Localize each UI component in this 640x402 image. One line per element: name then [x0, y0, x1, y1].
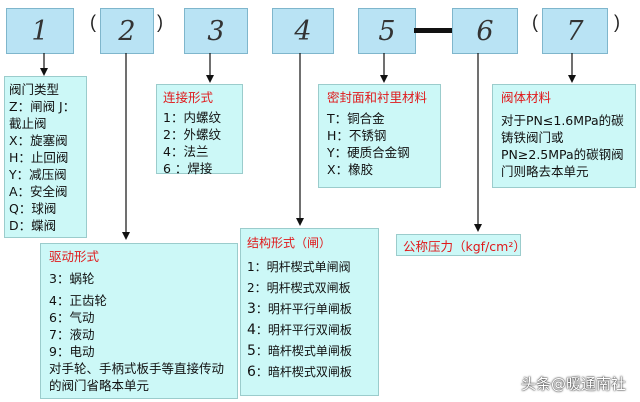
code-box-7: 7: [542, 8, 608, 54]
code-box-1: 1: [6, 8, 74, 54]
connection-form-line: 4：法兰: [163, 144, 209, 159]
paren-close: ): [157, 12, 163, 32]
arrow-5-head: [380, 75, 388, 83]
arrow-6-head: [474, 224, 482, 232]
valve-type-title: 阀门类型: [9, 82, 60, 97]
seal-material-line: T：铜合金: [327, 111, 385, 126]
body-material-title: 阀体材料: [501, 90, 552, 105]
structure-item-text: ：明杆平行单闸板: [255, 302, 352, 316]
structure-form-item: 3：明杆平行单闸板: [247, 299, 372, 320]
connection-form-box: 连接形式 1：内螺纹 2：外螺纹 4：法兰 6 ：焊接: [156, 84, 243, 176]
seal-material-line: H：不锈钢: [327, 128, 387, 143]
nominal-pressure-box: 公称压力（kgf/cm²）: [396, 234, 526, 256]
structure-form-item: 6：暗杆楔式双闸板: [247, 362, 372, 383]
code-box-4: 4: [272, 8, 334, 54]
drive-form-line: 4：正齿轮: [49, 293, 107, 308]
arrow-2-head: [122, 232, 130, 240]
valve-type-line: A：安全阀: [9, 184, 68, 199]
valve-type-box: 阀门类型 Z：闸阀 J：截止阀 X：旋塞阀 H：止回阀 Y：减压阀 A：安全阀 …: [4, 76, 87, 238]
structure-form-box: 结构形式（闸） 1：明杆楔式单闸阀 2：明杆楔式双闸板 3：明杆平行单闸板 4：…: [240, 228, 379, 396]
structure-item-text: ：明杆楔式单闸阀: [254, 260, 351, 274]
paren-open: (: [90, 12, 96, 32]
nominal-pressure-title: 公称压力（kgf/cm²）: [403, 239, 526, 254]
drive-form-title: 驱动形式: [49, 249, 100, 264]
connection-form-line: 2：外螺纹: [163, 127, 221, 142]
drive-form-line: 3：蜗轮: [49, 271, 95, 286]
code-box-6: 6: [452, 8, 518, 54]
structure-form-item: 5：暗杆楔式单闸板: [247, 341, 372, 362]
paren-close-2: ): [614, 12, 620, 32]
drive-form-box: 驱动形式 3：蜗轮 4：正齿轮 6：气动 7：液动 9：电动 对手轮、手柄式板手…: [40, 243, 238, 399]
arrow-1-head: [40, 68, 48, 76]
code-box-5: 5: [358, 8, 416, 54]
structure-item-number: 3: [247, 301, 256, 317]
body-material-box: 阀体材料 对于PN≤1.6MPa的碳铸铁阀门或PN≥2.5MPa的碳钢阀门则略去…: [492, 84, 636, 188]
arrow-7-head: [568, 75, 576, 83]
connection-form-title: 连接形式: [163, 90, 214, 105]
structure-item-number: 4: [247, 322, 256, 338]
valve-type-line: Z：闸阀 J：截止阀: [9, 99, 76, 131]
structure-form-title: 结构形式（闸）: [247, 236, 332, 250]
body-material-note: 对于PN≤1.6MPa的碳铸铁阀门或PN≥2.5MPa的碳钢阀门则略去本单元: [501, 113, 624, 179]
arrow-3-head: [206, 75, 214, 83]
drive-form-line: 9：电动: [49, 344, 95, 359]
code-box-2: 2: [100, 8, 154, 54]
structure-item-number: 5: [247, 343, 256, 359]
structure-item-text: ：暗杆楔式双闸板: [255, 365, 352, 379]
structure-item-text: ：明杆平行双闸板: [255, 323, 352, 337]
code-box-3: 3: [184, 8, 248, 54]
valve-type-line: Q：球阀: [9, 201, 57, 216]
seal-material-line: X：橡胶: [327, 162, 374, 177]
structure-form-item: 4：明杆平行双闸板: [247, 320, 372, 341]
structure-form-item: 1：明杆楔式单闸阀: [247, 257, 372, 278]
watermark: 头条@暖通南社: [520, 375, 626, 393]
separator-dash: [414, 28, 452, 33]
structure-item-number: 6: [247, 364, 256, 380]
connection-form-line: 1：内螺纹: [163, 110, 221, 125]
structure-item-number: 2: [247, 281, 255, 295]
connection-form-line: 6 ：焊接: [163, 161, 213, 176]
seal-material-line: Y：硬质合金钢: [327, 145, 410, 160]
structure-item-number: 1: [247, 260, 255, 274]
paren-open-2: (: [532, 12, 538, 32]
valve-type-line: Y：减压阀: [9, 167, 67, 182]
drive-form-line: 7：液动: [49, 327, 95, 342]
valve-type-line: D：蝶阀: [9, 218, 57, 233]
seal-material-title: 密封面和衬里材料: [327, 90, 428, 105]
structure-item-text: ：明杆楔式双闸板: [254, 281, 351, 295]
drive-form-line: 6：气动: [49, 310, 95, 325]
drive-form-note: 对手轮、手柄式板手等直接传动的阀门省略本单元: [49, 361, 225, 393]
valve-type-line: H：止回阀: [9, 150, 69, 165]
structure-item-text: ：暗杆楔式单闸板: [255, 344, 352, 358]
arrow-4-head: [296, 218, 304, 226]
seal-material-box: 密封面和衬里材料 T：铜合金 H：不锈钢 Y：硬质合金钢 X：橡胶: [318, 84, 441, 188]
structure-form-item: 2：明杆楔式双闸板: [247, 278, 372, 299]
valve-type-line: X：旋塞阀: [9, 133, 68, 148]
